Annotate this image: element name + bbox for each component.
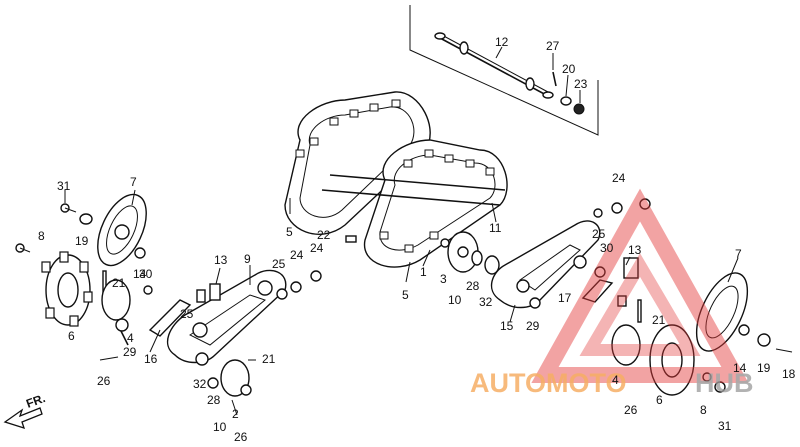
callout: 28 — [466, 279, 480, 293]
callout: 30 — [139, 267, 153, 281]
callout: 15 — [500, 319, 514, 333]
callout: 14 — [133, 267, 147, 281]
callout: 30 — [600, 241, 614, 255]
callout: 5 — [402, 288, 409, 302]
callout: 8 — [38, 229, 45, 243]
callout: 4 — [127, 331, 134, 345]
callout: 17 — [558, 291, 572, 305]
callout: 20 — [562, 62, 576, 76]
callout: 22 — [317, 228, 331, 242]
callout: 8 — [700, 403, 707, 417]
callout: 6 — [68, 329, 75, 343]
track-lower — [363, 139, 508, 268]
callout: 31 — [718, 419, 732, 433]
left-small-parts — [15, 203, 192, 361]
watermark-text-left: AUTOMOTO — [470, 368, 627, 398]
callout: 25 — [592, 227, 606, 241]
callout: 29 — [123, 345, 137, 359]
front-direction-arrow: FR. — [3, 391, 47, 430]
callout: 10 — [213, 420, 227, 434]
callout: 24 — [310, 241, 324, 255]
callout: 16 — [144, 352, 158, 366]
track-upper — [284, 91, 431, 235]
callout: 32 — [479, 295, 493, 309]
callout: 27 — [546, 39, 560, 53]
callout-labels: 31 8 19 7 14 21 30 6 4 29 26 16 25 13 9 … — [38, 35, 796, 444]
callout: 23 — [574, 77, 588, 91]
callout: 6 — [656, 393, 663, 407]
callout: 29 — [526, 319, 540, 333]
right-chain-case — [490, 220, 601, 309]
callout: 28 — [207, 393, 221, 407]
callout: 26 — [97, 374, 111, 388]
callout: 19 — [757, 361, 771, 375]
callout: 4 — [612, 373, 619, 387]
callout: 13 — [214, 253, 228, 267]
callout: 14 — [733, 361, 747, 375]
callout: 2 — [232, 407, 239, 421]
right-small-parts — [581, 198, 793, 396]
callout: 26 — [234, 430, 248, 444]
leader-lines — [64, 189, 739, 353]
callout: 13 — [628, 243, 642, 257]
callout: 1 — [420, 265, 427, 279]
callout: 32 — [193, 377, 207, 391]
callout: 19 — [75, 234, 89, 248]
left-sprocket — [41, 251, 93, 327]
callout: 7 — [735, 247, 742, 261]
center-drive-parts — [345, 231, 500, 275]
axle-inset — [409, 5, 599, 136]
callout: 25 — [180, 307, 194, 321]
callout: 25 — [272, 257, 286, 271]
callout: 5 — [286, 225, 293, 239]
callout: 11 — [489, 221, 502, 235]
callout: 24 — [612, 171, 626, 185]
callout: 7 — [130, 175, 137, 189]
callout: 31 — [57, 179, 71, 193]
callout: 9 — [244, 252, 251, 266]
left-chain-case — [166, 269, 322, 416]
callout: 24 — [290, 248, 304, 262]
callout: 21 — [112, 276, 126, 290]
callout: 26 — [624, 403, 638, 417]
left-drive-wheel — [97, 193, 147, 267]
crawler-tracks — [284, 91, 508, 268]
callout: 18 — [782, 367, 796, 381]
callout: 21 — [262, 352, 276, 366]
callout: 3 — [440, 272, 447, 286]
callout: 12 — [495, 35, 509, 49]
callout: 10 — [448, 293, 462, 307]
watermark: AUTOMOTO HUB — [470, 188, 754, 398]
callout: 21 — [652, 313, 666, 327]
watermark-text-right: HUB — [695, 368, 754, 398]
front-direction-label: FR. — [24, 391, 47, 411]
